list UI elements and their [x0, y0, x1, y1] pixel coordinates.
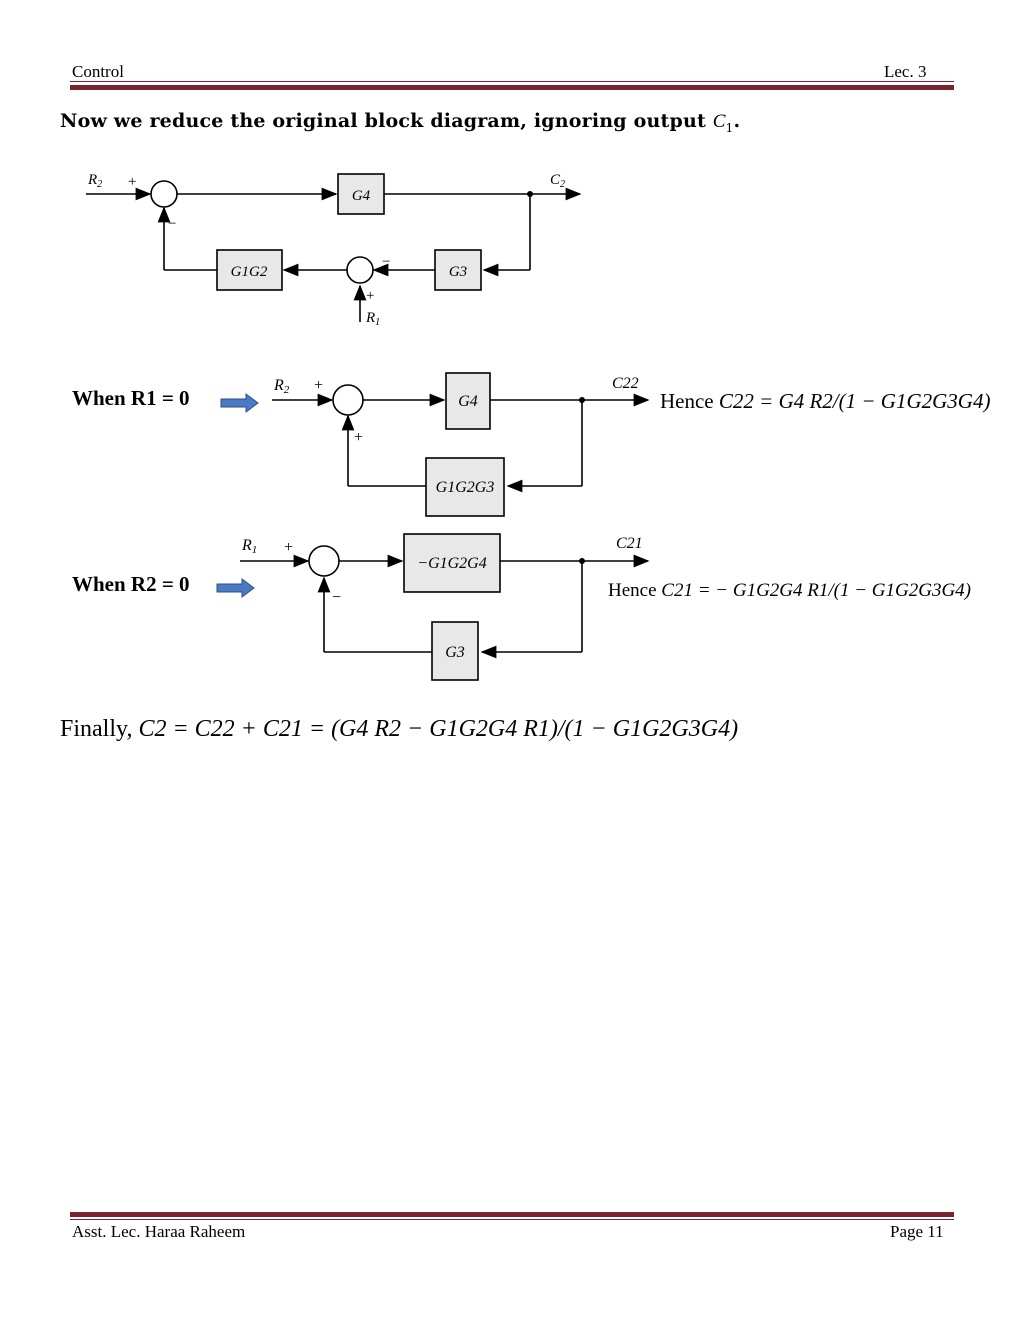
intro-text: Now we reduce the original block diagram…	[60, 110, 740, 135]
case1-block-forward	[445, 372, 491, 430]
svg-text:C2: C2	[550, 172, 565, 190]
case1-block-feedback-label: G1G2G3	[436, 479, 495, 496]
intro-sentence: Now we reduce the original block diagram…	[60, 110, 706, 132]
case2-block-feedback	[431, 621, 479, 681]
block-g4-label: G4	[352, 188, 371, 204]
case1-block-feedback	[425, 457, 505, 517]
svg-text:R1: R1	[365, 310, 380, 328]
block-g4	[337, 173, 385, 215]
output-c2: C	[550, 172, 561, 188]
case1-input-sub: 2	[284, 384, 290, 396]
sign-minus-2: −	[382, 254, 390, 270]
intro-end: .	[733, 110, 741, 132]
footer-rule-thick	[70, 1212, 954, 1217]
case2-label: When R2 = 0	[72, 572, 190, 596]
header-lecture: Lec. 3	[884, 62, 927, 81]
input-r2-sub: 2	[97, 179, 102, 190]
case1-equation: Hence C22 = G4 R2/(1 − G1G2G3G4)	[660, 389, 990, 414]
input-r1: R	[365, 310, 375, 326]
block-g1g2	[216, 249, 283, 291]
case2-equation: Hence C21 = − G1G2G4 R1/(1 − G1G2G3G4)	[608, 580, 971, 602]
sign-plus-2: +	[366, 288, 374, 304]
block-g3-label: G3	[449, 264, 467, 280]
case1-sign-plus-top: +	[314, 377, 323, 394]
final-equation-text: C2 = C22 + C21 = (G4 R2 − G1G2G4 R1)/(1 …	[138, 716, 739, 742]
case1-hence: Hence	[660, 389, 714, 413]
case1-equation-text: C22 = G4 R2/(1 − G1G2G3G4)	[718, 389, 991, 413]
case2-input-sub: 1	[252, 544, 258, 556]
case2-block-forward-label: −G1G2G4	[417, 555, 486, 572]
header-rule-thin	[70, 81, 954, 82]
case2-output: C21	[616, 535, 643, 552]
input-r2: R	[87, 172, 97, 188]
case2-sign-minus: −	[332, 589, 341, 606]
header-rule-thick	[70, 85, 954, 90]
case2-block-forward	[403, 533, 501, 593]
case2-input: R	[241, 537, 252, 554]
final-prefix: Finally,	[60, 716, 133, 742]
case2-equation-text: C21 = − G1G2G4 R1/(1 − G1G2G3G4)	[661, 580, 972, 601]
svg-text:R1: R1	[241, 537, 257, 556]
footer-author: Asst. Lec. Haraa Raheem	[72, 1222, 246, 1241]
case1-arrow-icon	[220, 393, 259, 413]
case1-sign-plus-bottom: +	[354, 429, 363, 446]
case2-block-feedback-label: G3	[445, 644, 465, 661]
svg-text:R2: R2	[273, 377, 290, 396]
sign-plus-1: +	[128, 174, 136, 190]
case1-input: R	[273, 377, 284, 394]
intro-symbol-sub: 1	[725, 120, 734, 135]
sign-minus-1: −	[168, 216, 176, 232]
case1-label: When R1 = 0	[72, 386, 190, 410]
case2-arrow-icon	[216, 578, 255, 598]
case1-block-forward-label: G4	[458, 393, 478, 410]
case2-sign-plus: +	[284, 539, 293, 556]
block-g1g2-label: G1G2	[231, 264, 268, 280]
block-diagram-original: G4 G1G2 G3 R2 + − C2 − + R1	[86, 172, 582, 328]
output-c2-sub: 2	[560, 179, 565, 190]
intro-symbol: C	[712, 111, 726, 132]
svg-text:R2: R2	[87, 172, 102, 190]
case1-output: C22	[612, 375, 639, 392]
footer-page-number: Page 11	[890, 1222, 944, 1241]
block-diagram-case1: G4 G1G2G3 R2 + + C22	[272, 372, 650, 517]
block-g3	[434, 249, 482, 291]
input-r1-sub: 1	[375, 317, 380, 328]
header-course: Control	[72, 62, 124, 81]
block-diagram-case2: −G1G2G4 G3 R1 + − C21	[240, 533, 650, 681]
final-equation: Finally, C2 = C22 + C21 = (G4 R2 − G1G2G…	[60, 716, 738, 743]
case2-hence: Hence	[608, 580, 657, 601]
footer-rule-thin	[70, 1219, 954, 1220]
